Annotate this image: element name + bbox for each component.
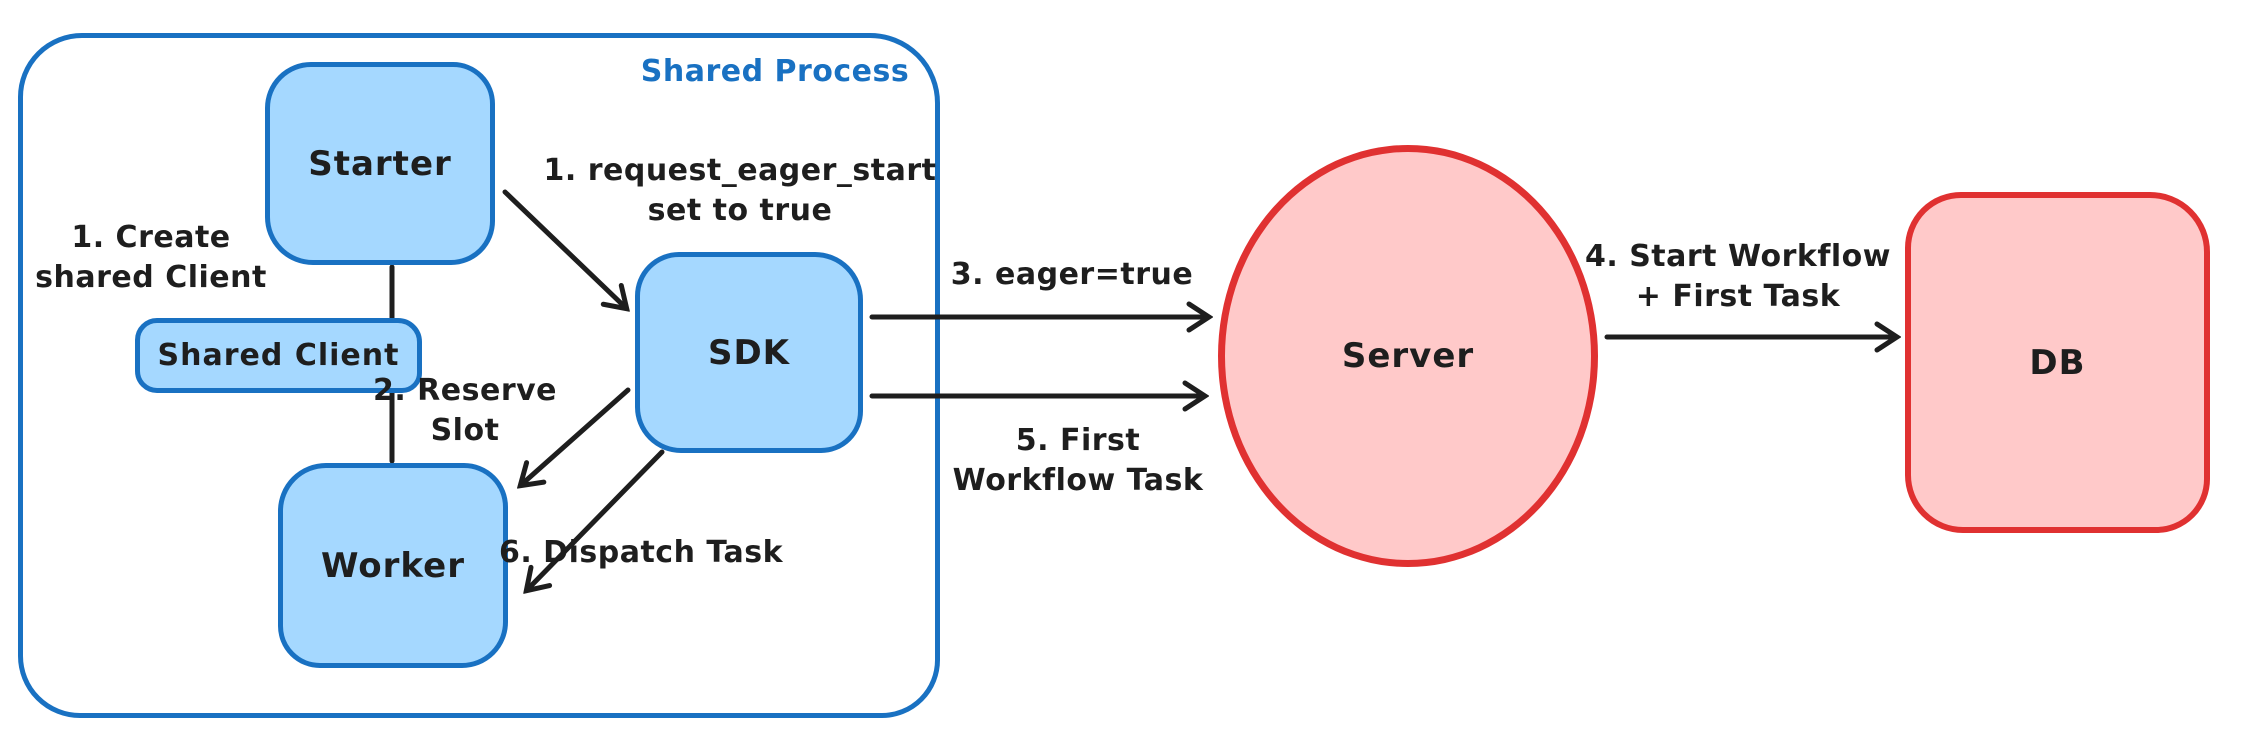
- edge-label-eager-true: 3. eager=true: [950, 257, 1194, 292]
- node-server-label: Server: [1341, 336, 1475, 376]
- node-shared-client-label: Shared Client: [157, 338, 400, 373]
- node-server: Server: [1218, 145, 1598, 567]
- arrow-reserve-slot: [521, 387, 631, 485]
- edge-label-dispatch-task: 6. Dispatch Task: [498, 535, 784, 570]
- node-starter-label: Starter: [308, 143, 452, 184]
- shared-process-container: [18, 33, 940, 718]
- node-shared-client: Shared Client: [135, 318, 422, 393]
- node-db-label: DB: [2029, 342, 2086, 383]
- node-starter: Starter: [265, 62, 495, 265]
- node-sdk-label: SDK: [707, 332, 791, 373]
- edge-label-reserve-slot: 2. Reserve Slot: [372, 373, 558, 448]
- edge-label-start-workflow: 4. Start Workflow + First Task: [1584, 239, 1892, 314]
- node-db: DB: [1905, 192, 2210, 533]
- arrow-dispatch-task: [527, 449, 665, 590]
- node-worker: Worker: [278, 463, 508, 668]
- arrow-request-eager-start: [502, 189, 626, 308]
- edge-label-create-shared-client: 1. Create shared Client: [35, 220, 267, 295]
- shared-process-title: Shared Process: [640, 54, 910, 89]
- node-sdk: SDK: [635, 252, 863, 453]
- edge-label-request-eager-start: 1. request_eager_start set to true: [543, 153, 937, 228]
- edge-label-first-workflow-task: 5. First Workflow Task: [952, 423, 1204, 498]
- node-worker-label: Worker: [321, 545, 465, 586]
